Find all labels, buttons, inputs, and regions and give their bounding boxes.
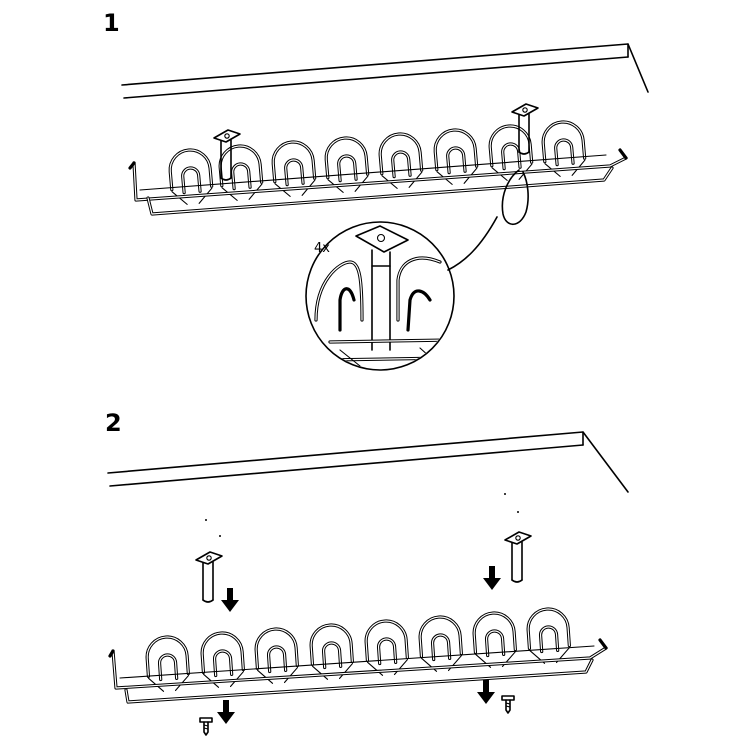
step-2-arrow-right-bottom bbox=[477, 680, 495, 704]
step-2-bracket-left bbox=[195, 551, 223, 603]
step-1-callout-pointer bbox=[447, 169, 529, 271]
step-1-detail-magnifier bbox=[305, 221, 455, 371]
step-1-bracket-left bbox=[213, 129, 241, 181]
screw-position-markers bbox=[205, 493, 519, 537]
step-2-bracket-right bbox=[504, 531, 532, 583]
step-1-desk-surface bbox=[121, 43, 649, 99]
step-1-number: 1 bbox=[103, 9, 120, 37]
step-2-desk-surface bbox=[107, 431, 629, 493]
step-2-arrow-right-top bbox=[483, 566, 501, 590]
step-2-screw-right bbox=[501, 695, 515, 714]
step-1-cable-basket bbox=[128, 118, 628, 216]
step-2-cable-basket bbox=[108, 606, 608, 704]
step-2-arrow-left-bottom bbox=[217, 700, 235, 724]
step-1-quantity-label: 4x bbox=[314, 241, 330, 256]
step-2-number: 2 bbox=[105, 409, 122, 437]
step-2-screw-left bbox=[199, 717, 213, 736]
step-2-arrow-left-top bbox=[221, 588, 239, 612]
